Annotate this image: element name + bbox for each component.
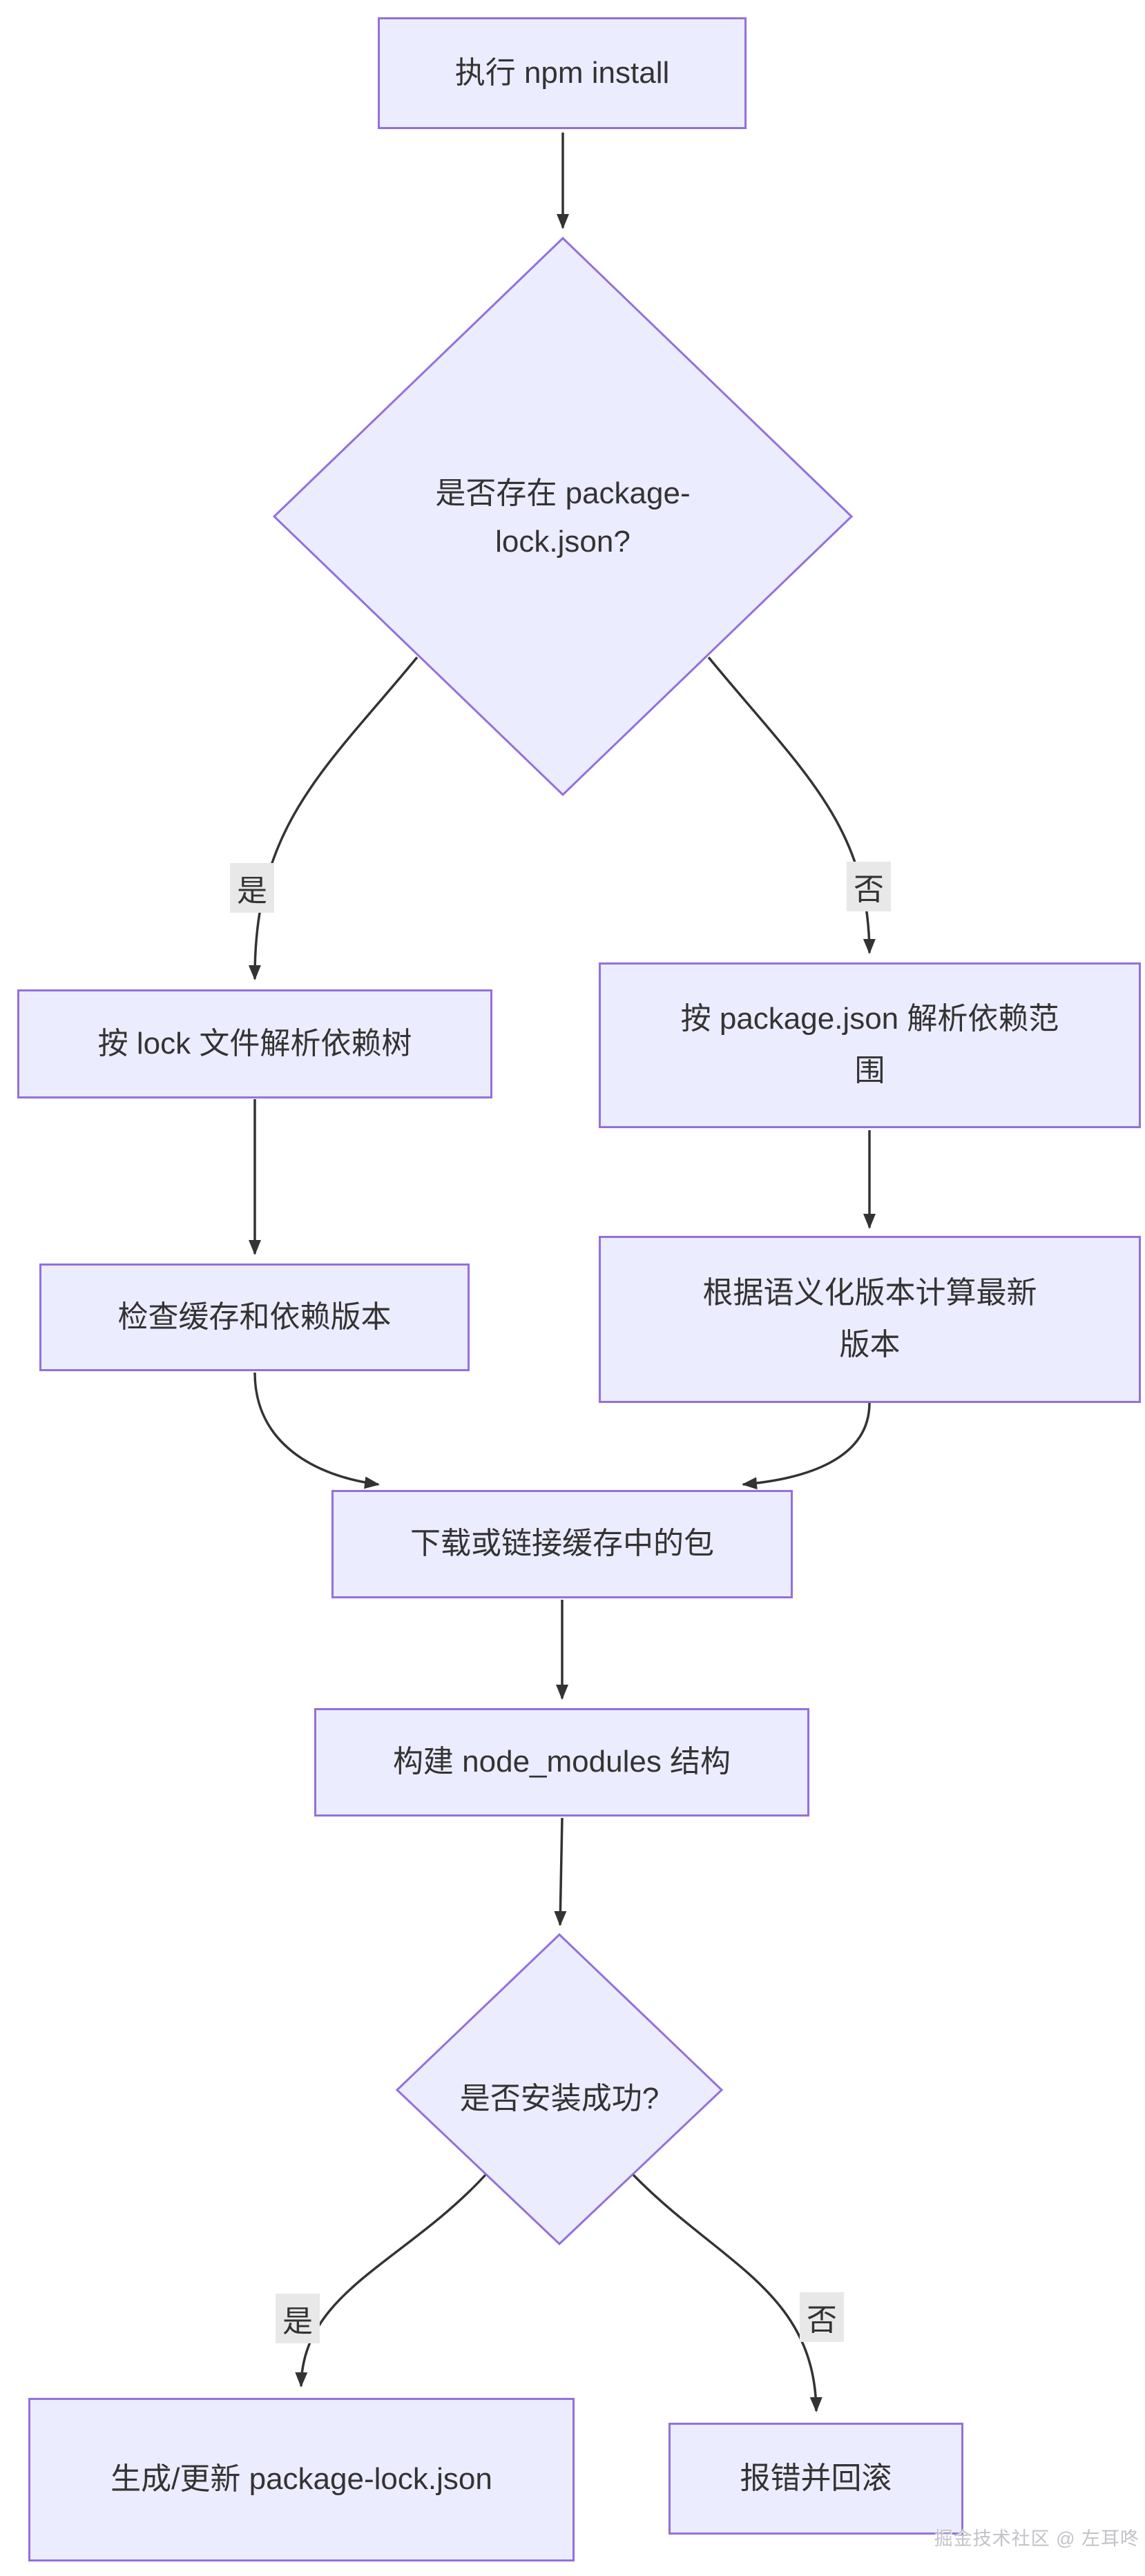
node-build: 构建 node_modules 结构 [314,1708,809,1817]
decision2-diamond-shape [395,1933,724,2246]
node-check-cache: 检查缓存和依赖版本 [39,1263,470,1371]
edge-label-yes-2: 是 [276,2294,320,2343]
node-semver: 根据语义化版本计算最新版本 [599,1236,1141,1403]
edge-label-yes-1: 是 [230,863,274,913]
node-start-label: 执行 npm install [454,55,670,90]
edge-decision2-no-to-rollback [632,2173,822,2412]
node-semver-label: 根据语义化版本计算最新版本 [702,1276,1037,1362]
node-decision1-label: 是否存在 package-lock.json? [435,476,691,559]
node-rollback-label: 报错并回滚 [740,2461,892,2495]
edge-label-no-2: 否 [800,2292,844,2342]
node-lock-parse-label: 按 lock 文件解析依赖树 [97,1026,412,1061]
node-start: 执行 npm install [378,17,747,129]
node-download-label: 下载或链接缓存中的包 [410,1527,714,1561]
edge-label-no-1: 否 [847,862,891,911]
node-decision2: 是否安装成功? [407,2068,711,2130]
node-pkg-parse-label: 按 package.json 解析依赖范围 [680,1002,1059,1087]
node-build-label: 构建 node_modules 结构 [392,1745,731,1779]
edge-semver-to-download [742,1402,871,1490]
edge-decision2-yes-to-gen-lock [295,2173,487,2388]
watermark-text: 掘金技术社区 @ 左耳咚 [934,2528,1139,2549]
edge-build-to-decision2 [554,1817,567,1926]
node-gen-lock: 生成/更新 package-lock.json [28,2398,575,2562]
edge-decision1-yes-to-lock-parse [248,656,418,980]
node-download: 下载或链接缓存中的包 [331,1490,793,1598]
edge-check-cache-to-download [253,1372,380,1489]
node-gen-lock-label: 生成/更新 package-lock.json [110,2462,492,2497]
node-lock-parse: 按 lock 文件解析依赖树 [17,989,492,1098]
node-check-cache-label: 检查缓存和依赖版本 [117,1299,392,1334]
node-decision2-label: 是否安装成功? [459,2081,660,2115]
edge-decision1-no-to-pkg-parse [707,656,876,954]
node-decision1: 是否存在 package-lock.json? [383,442,742,594]
decision1-diamond-shape [272,236,854,797]
node-rollback: 报错并回滚 [668,2423,963,2535]
node-pkg-parse: 按 package.json 解析依赖范围 [599,962,1141,1128]
